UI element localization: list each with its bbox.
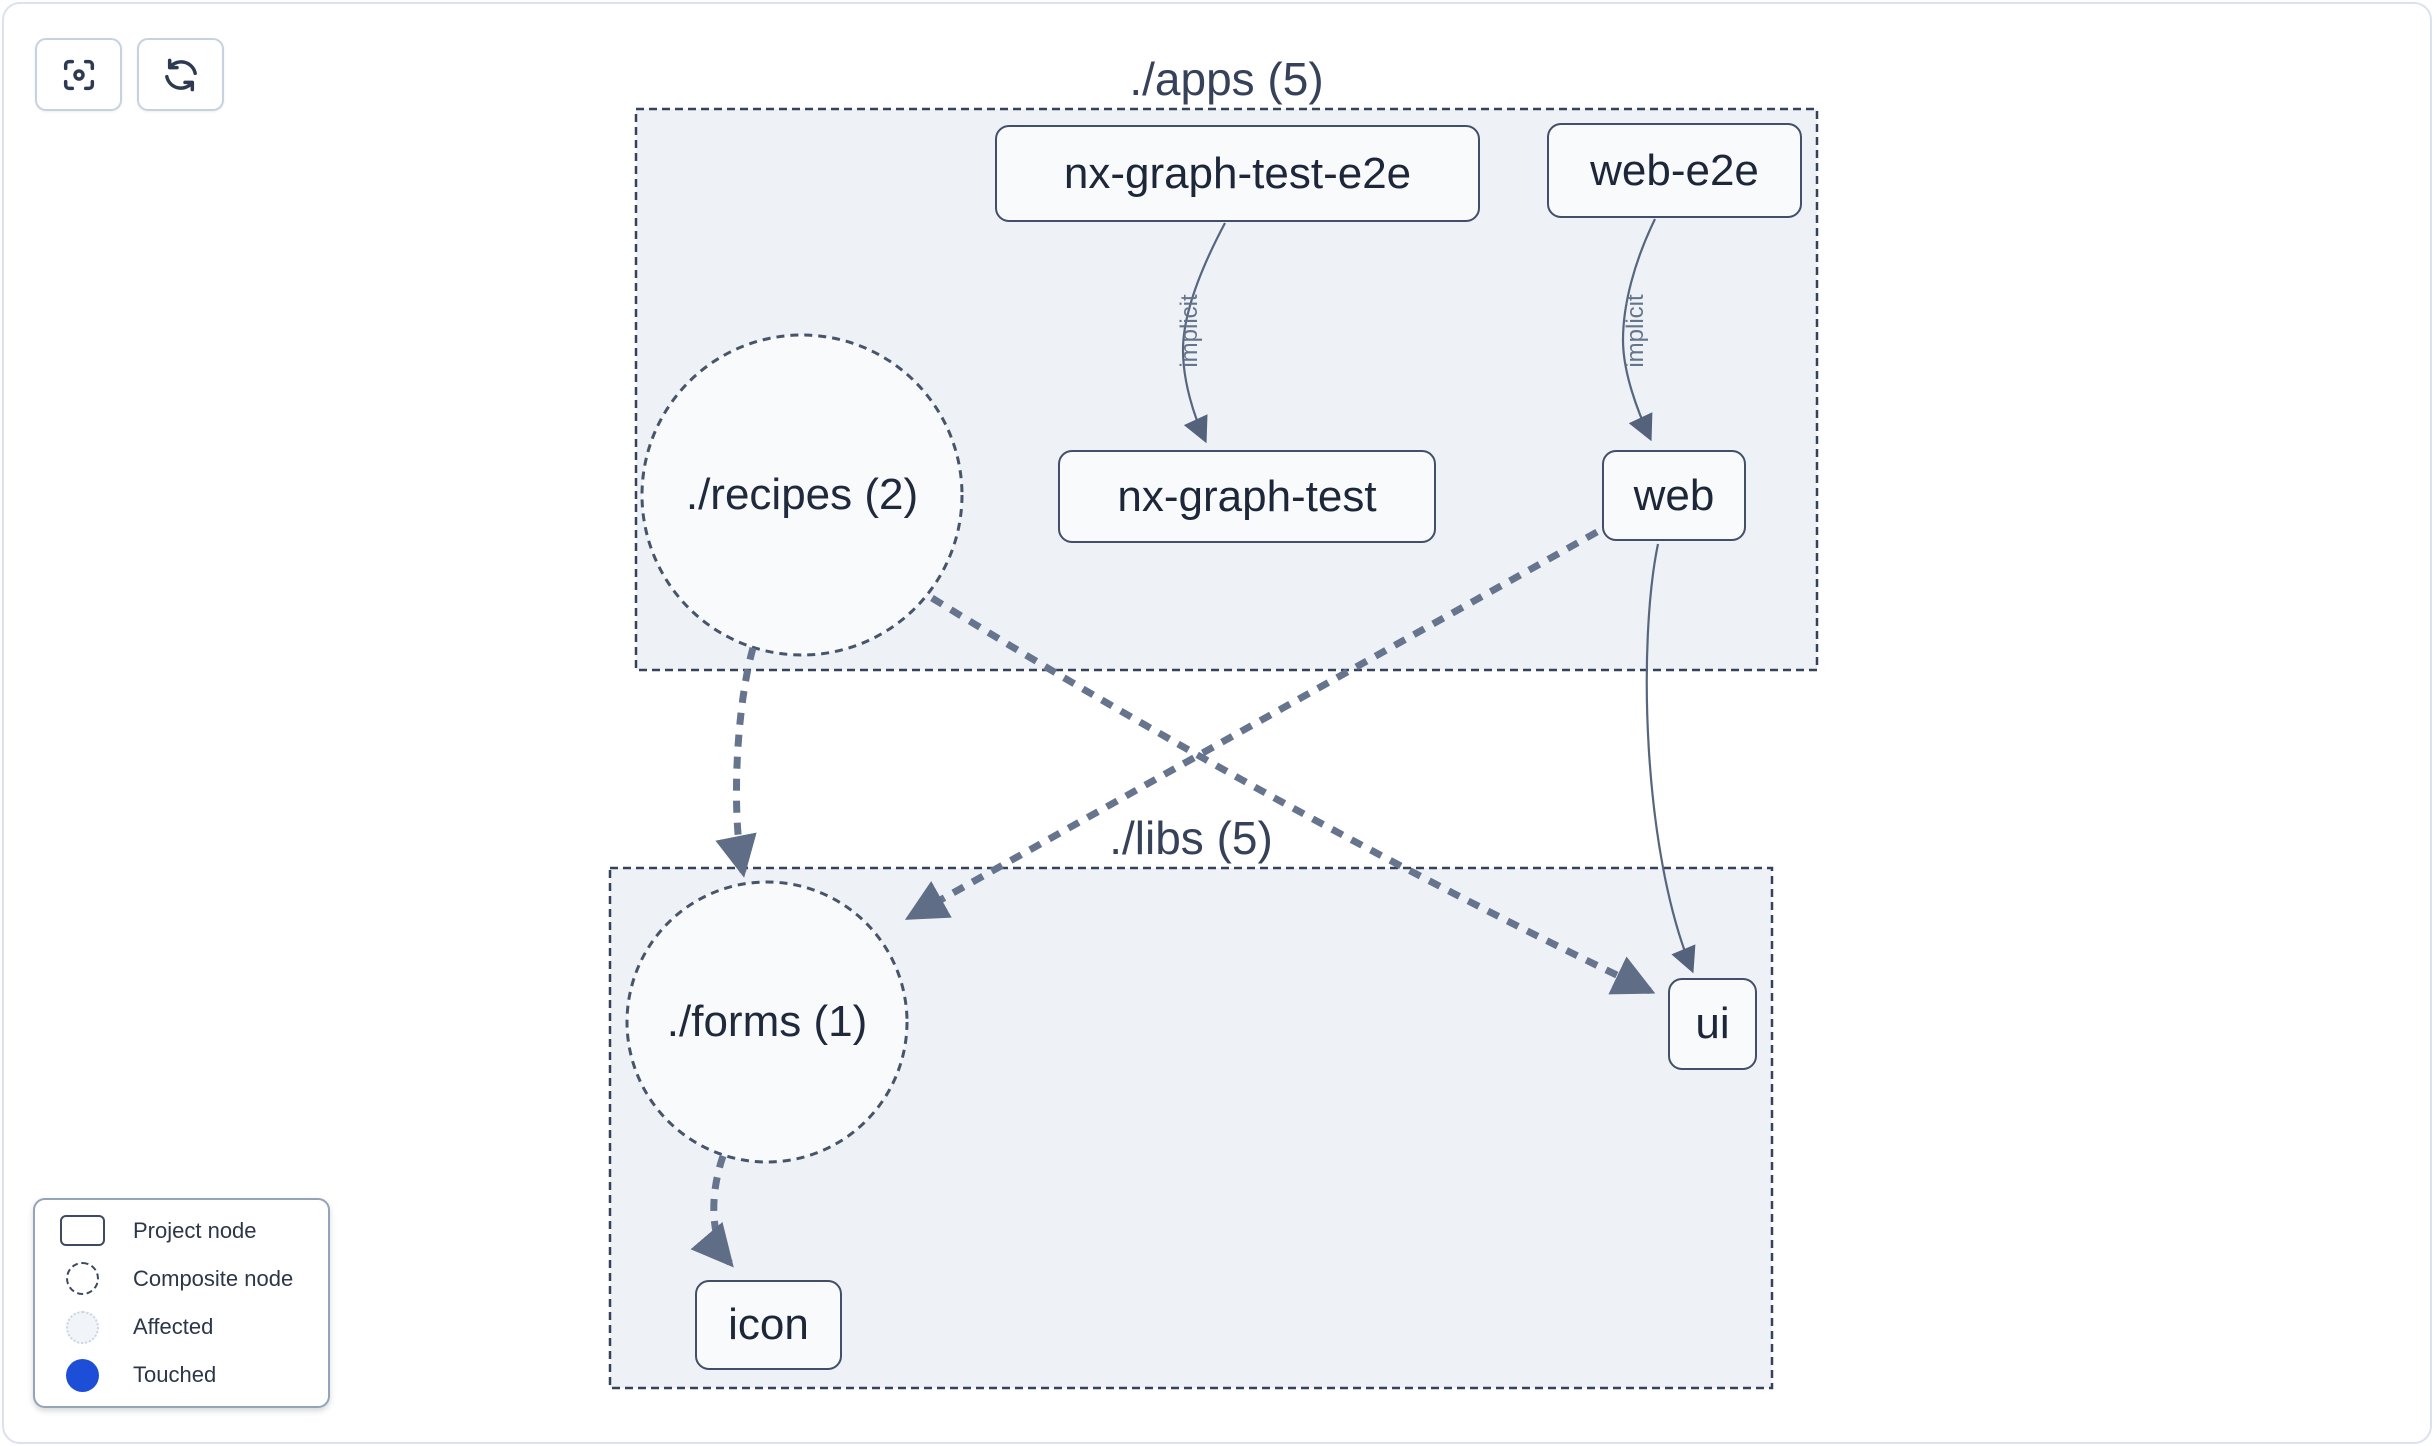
node-web[interactable]: web [1602,450,1746,541]
edge-web-e2e-to-web [1621,218,1656,442]
legend-item-label: Affected [133,1314,214,1340]
legend-item-label: Touched [133,1362,217,1388]
focus-button[interactable] [35,38,122,111]
focus-icon [59,55,99,95]
legend-item: Touched [35,1352,328,1399]
node-nx-graph-test[interactable]: nx-graph-test [1058,450,1436,543]
edge-nx-graph-test-e2e-to-nx-graph-test [1181,222,1226,444]
legend-item: Composite node [35,1255,328,1302]
composite-node-icon [65,1262,99,1296]
touched-icon [65,1358,99,1392]
affected-icon [65,1310,99,1344]
project-node-icon [59,1215,105,1247]
composite-node-recipes-label: ./recipes (2) [685,470,919,519]
node-nx-graph-test-e2e[interactable]: nx-graph-test-e2e [995,125,1480,222]
legend-item-label: Composite node [133,1265,294,1291]
group-libs-label: ./libs (5) [1109,812,1273,864]
composite-node-recipes[interactable] [640,333,964,657]
composite-node-forms-label: ./forms (1) [666,997,868,1046]
edge-web-to-ui [1645,543,1696,974]
legend-item: Project node [35,1207,328,1254]
toolbar [35,38,224,111]
edge-recipes-to-forms [715,647,757,878]
node-ui[interactable]: ui [1668,978,1757,1070]
refresh-icon [161,55,201,95]
edge-label-implicit: implicit [1176,294,1203,368]
legend-item: Affected [35,1304,328,1351]
refresh-button[interactable] [137,38,224,111]
legend-item-label: Project node [133,1217,257,1243]
composite-node-forms[interactable] [625,880,909,1164]
node-icon[interactable]: icon [695,1280,842,1370]
edge-label-implicit: implicit [1622,294,1649,368]
edge-recipes-to-ui [930,595,1656,995]
node-web-e2e[interactable]: web-e2e [1547,123,1802,218]
group-apps-label: ./apps (5) [1129,53,1324,105]
legend: Project node Composite node Affected Tou… [33,1198,330,1408]
